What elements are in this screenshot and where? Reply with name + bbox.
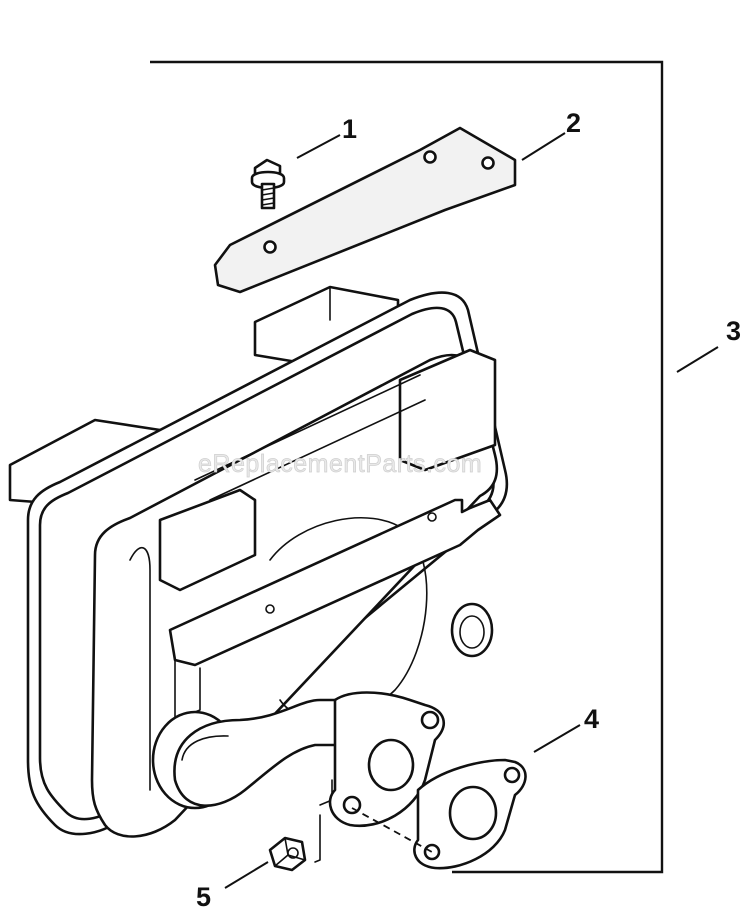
exhaust-pipe	[151, 698, 352, 863]
callout-3: 3	[726, 316, 741, 346]
leader-3	[676, 346, 719, 373]
exhaust-flange	[328, 691, 445, 828]
callout-4: 4	[584, 704, 599, 734]
hex-nut	[268, 836, 307, 872]
leader-5	[224, 861, 269, 889]
watermark-text: eReplacementParts.com	[198, 450, 482, 478]
mounting-plate	[213, 126, 517, 294]
screw	[250, 158, 286, 210]
callout-2: 2	[566, 108, 581, 138]
callout-1: 1	[342, 114, 357, 144]
leader-2	[521, 132, 566, 161]
callout-5: 5	[196, 882, 211, 912]
leader-4	[533, 724, 581, 753]
exhaust-gasket	[413, 758, 527, 870]
leader-1	[296, 134, 341, 159]
assembly-bracket	[150, 60, 664, 874]
alignment-line	[351, 807, 433, 853]
